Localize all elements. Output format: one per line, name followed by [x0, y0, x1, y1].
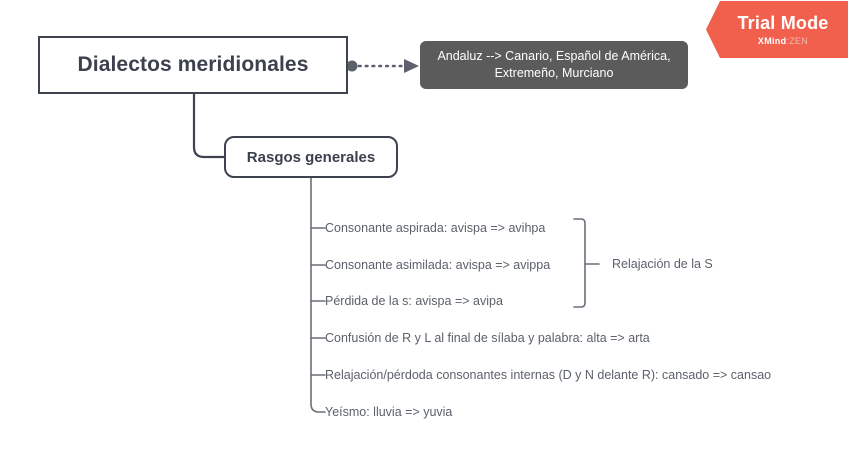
related-note-topic[interactable]: Andaluz --> Canario, Español de América,… [420, 41, 688, 89]
brand-suffix: :ZEN [786, 35, 809, 46]
summary-topic[interactable]: Relajación de la S [612, 257, 713, 271]
related-note-label: Andaluz --> Canario, Español de América,… [437, 49, 671, 80]
leaf-topic-label: Yeísmo: lluvia => yuvia [325, 405, 453, 419]
brand-name: XMind [757, 35, 787, 46]
leaf-topic[interactable]: Confusión de R y L al final de sílaba y … [325, 331, 650, 345]
summary-topic-label: Relajación de la S [612, 257, 713, 271]
leaf-topic[interactable]: Consonante asimilada: avispa => avippa [325, 258, 550, 272]
subtopic-label: Rasgos generales [246, 148, 376, 166]
leaf-topic-label: Confusión de R y L al final de sílaba y … [325, 331, 650, 345]
trial-mode-badge[interactable]: Trial Mode XMind:ZEN [706, 1, 848, 58]
leaf-topic[interactable]: Pérdida de la s: avispa => avipa [325, 294, 503, 308]
leaf-topic-label: Consonante aspirada: avispa => avihpa [325, 221, 546, 235]
leaf-topic[interactable]: Consonante aspirada: avispa => avihpa [325, 221, 545, 235]
leaf-topic[interactable]: Yeísmo: lluvia => yuvia [325, 405, 452, 419]
leaf-topic[interactable]: Relajación/pérdoda consonantes internas … [325, 368, 771, 382]
trial-mode-brand: XMind:ZEN [757, 35, 809, 46]
root-topic-label: Dialectos meridionales [77, 53, 309, 76]
leaf-topic-label: Pérdida de la s: avispa => avipa [325, 294, 503, 308]
leaf-topic-label: Relajación/pérdoda consonantes internas … [325, 368, 772, 382]
trial-mode-title: Trial Mode [737, 12, 829, 33]
subtopic-rasgos-generales[interactable]: Rasgos generales [224, 136, 398, 178]
root-topic[interactable]: Dialectos meridionales [38, 36, 348, 94]
leaf-topic-label: Consonante asimilada: avispa => avippa [325, 258, 551, 272]
